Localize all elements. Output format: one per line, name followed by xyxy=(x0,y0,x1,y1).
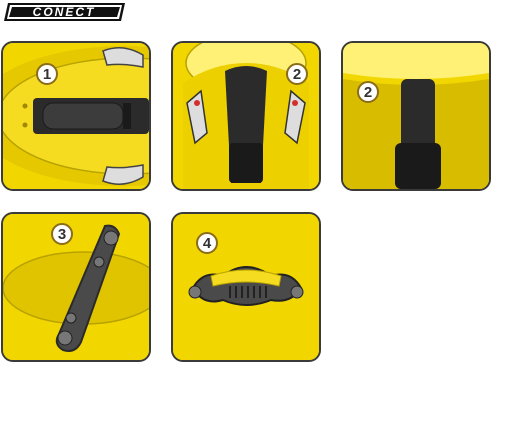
step-number-badge: 4 xyxy=(196,232,218,254)
chin-piece-illustration xyxy=(173,214,319,360)
logo-graphic: CONECT xyxy=(4,3,125,21)
step-2-detail-panel: 2 xyxy=(341,41,491,191)
step-number-badge: 3 xyxy=(51,223,73,245)
helmet-top-strap-illustration xyxy=(3,43,149,189)
svg-text:CONECT: CONECT xyxy=(33,5,96,19)
helmet-interior-strap-illustration xyxy=(343,43,489,189)
step-3-panel: 3 xyxy=(1,212,151,362)
step-1-panel: 1 xyxy=(1,41,151,191)
step-number-badge: 2 xyxy=(357,81,379,103)
step-number-badge: 2 xyxy=(286,63,308,85)
helmet-front-strap-illustration xyxy=(173,43,319,189)
step-2-panel: 2 xyxy=(171,41,321,191)
step-4-panel: 4 xyxy=(171,212,321,362)
step-number-badge: 1 xyxy=(36,63,58,85)
conect-logo: CONECT xyxy=(4,2,126,22)
chin-pad-illustration xyxy=(3,214,149,360)
